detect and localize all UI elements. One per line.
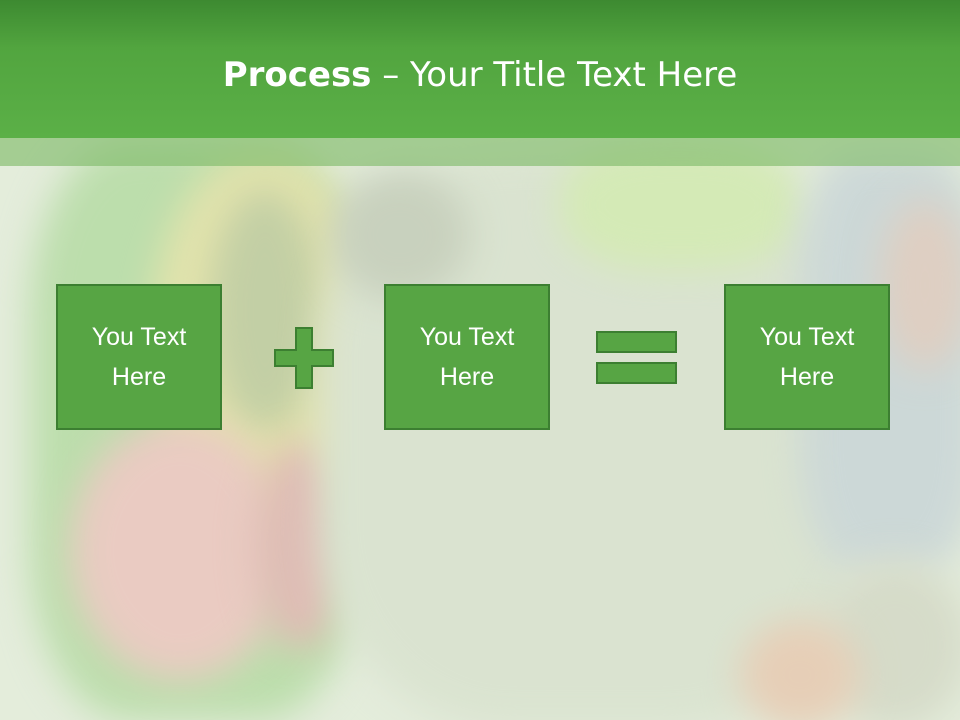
process-box-2[interactable]: You Text Here [384,284,550,430]
process-box-1-line-2: Here [111,363,167,391]
slide-title-rest: – Your Title Text Here [371,55,738,95]
process-box-2-text: You Text Here [420,317,515,397]
process-box-2-line-2: Here [439,363,495,391]
process-box-3[interactable]: You Text Here [724,284,890,430]
process-box-3-text: You Text Here [760,317,855,397]
process-box-3-line-2: Here [779,363,835,391]
slide-title: Process – Your Title Text Here [0,54,960,96]
process-box-1[interactable]: You Text Here [56,284,222,430]
equals-icon [596,331,677,384]
process-box-2-line-1: You Text [419,323,515,351]
plus-icon [274,327,334,389]
process-box-3-line-1: You Text [759,323,855,351]
title-bar-strip [0,138,960,166]
process-box-1-text: You Text Here [92,317,187,397]
process-box-1-line-1: You Text [91,323,187,351]
slide-title-bold: Process [222,55,372,95]
title-bar [0,0,960,138]
